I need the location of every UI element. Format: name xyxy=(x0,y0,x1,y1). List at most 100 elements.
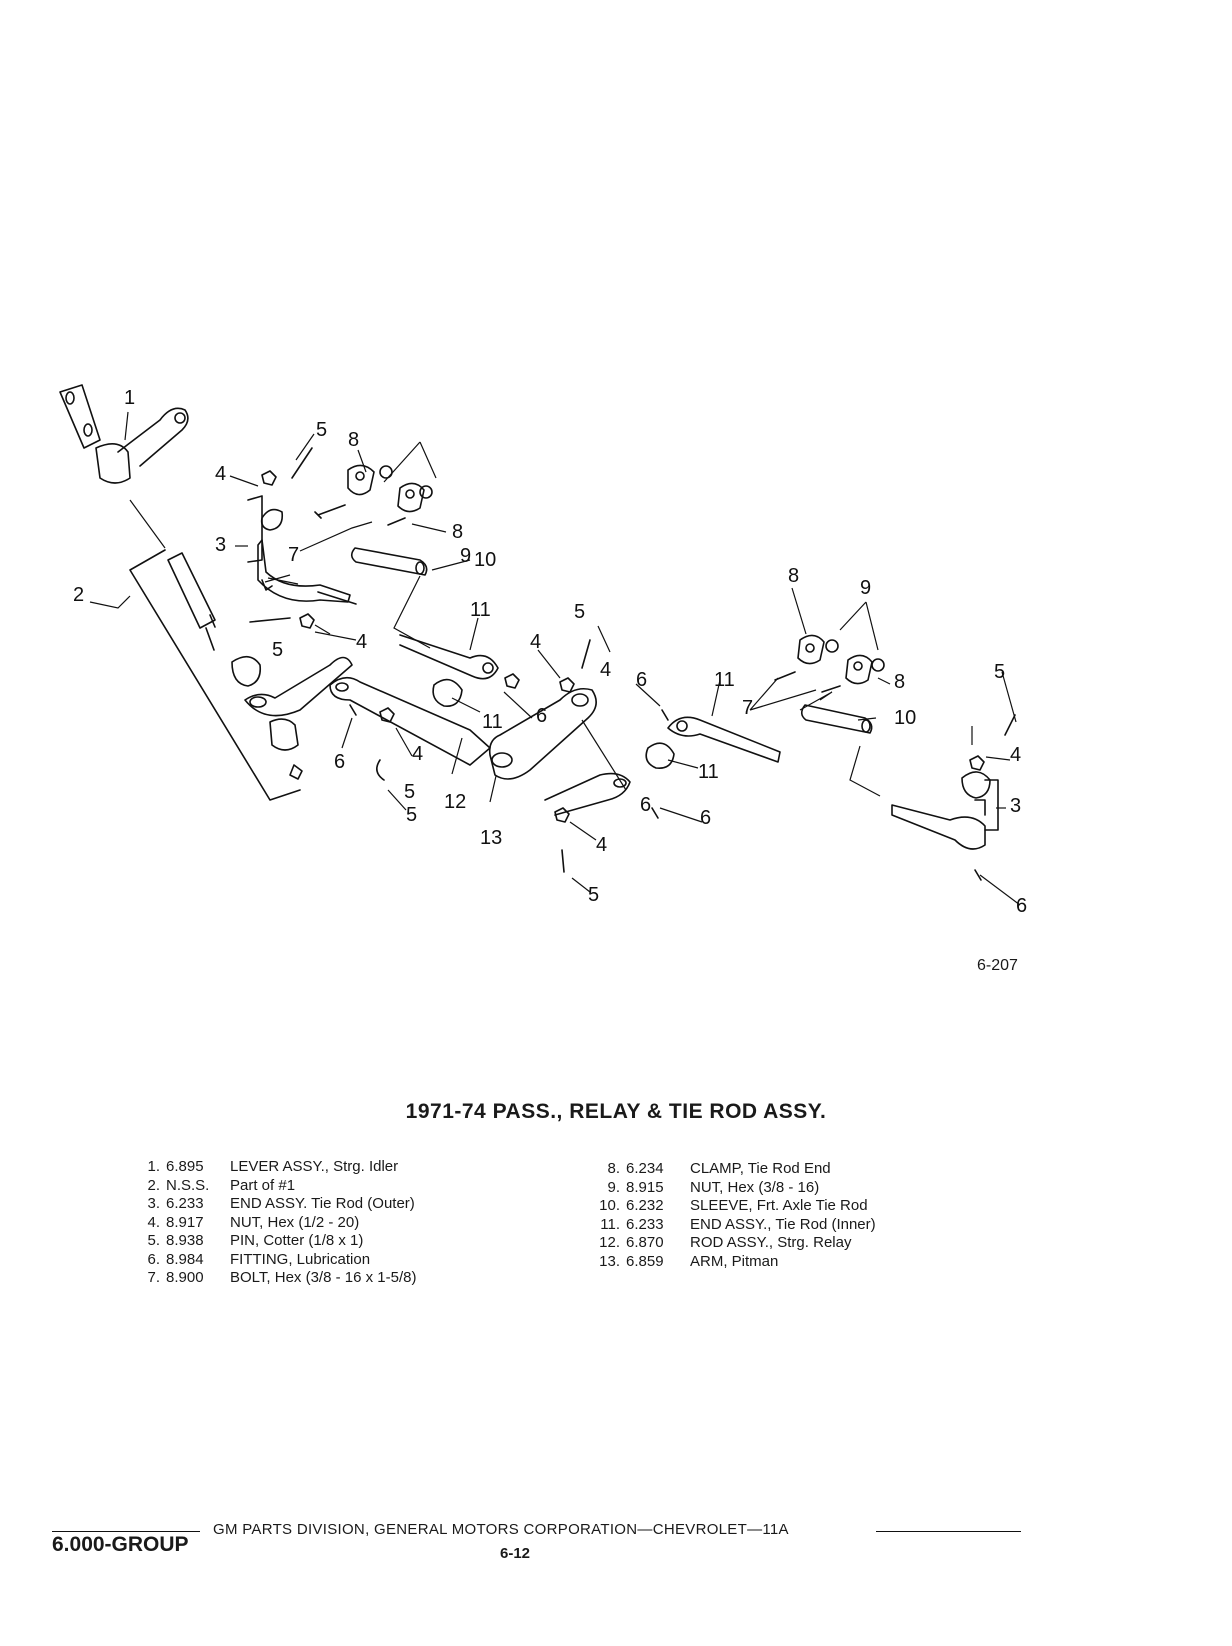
callout-label: 5 xyxy=(316,419,328,441)
item-number: 9. xyxy=(607,1178,620,1196)
callout-label: 9 xyxy=(460,545,472,567)
bolt-left-drawing xyxy=(314,504,346,519)
part-code: 8.900 xyxy=(166,1269,204,1286)
callout-label: 8 xyxy=(348,429,360,451)
part-description: LEVER ASSY., Strg. Idler xyxy=(230,1158,399,1175)
part-code: 8.938 xyxy=(166,1232,204,1249)
callout-label: 4 xyxy=(412,743,424,765)
callout-label: 1 xyxy=(124,387,136,409)
callout-label: 5 xyxy=(406,804,418,826)
callout-label: 11 xyxy=(470,599,491,621)
part-code: 6.859 xyxy=(626,1252,664,1270)
callout-label: 6 xyxy=(636,669,648,691)
callout-label: 3 xyxy=(215,534,227,556)
item-number: 8. xyxy=(607,1160,620,1177)
diagram-drawing xyxy=(59,384,1021,906)
callout-label: 8 xyxy=(452,521,464,543)
part-code: 6.233 xyxy=(166,1195,204,1212)
list-item: 6. 8.984 FITTING, Lubrication xyxy=(136,1251,416,1270)
callout-label: 11 xyxy=(714,669,735,691)
callout-label: 6 xyxy=(536,705,548,727)
part-description: NUT, Hex (1/2 - 20) xyxy=(230,1213,360,1231)
callout-label: 5 xyxy=(588,884,600,906)
item-number: 10. xyxy=(599,1197,620,1214)
list-item: 8. 6.234 CLAMP, Tie Rod End xyxy=(596,1160,876,1179)
callout-label: 2 xyxy=(73,584,85,606)
callout-label: 10 xyxy=(474,549,497,571)
clamp-left-drawing xyxy=(347,464,433,513)
part-code: 6.233 xyxy=(626,1215,664,1233)
footer-rule-left xyxy=(52,1531,200,1532)
sleeve-right-drawing xyxy=(800,704,873,734)
inner-tie-rod-center-drawing xyxy=(399,634,499,707)
part-code: 6.870 xyxy=(626,1234,664,1251)
callout-label: 12 xyxy=(444,791,467,813)
callout-label: 3 xyxy=(1010,795,1022,817)
part-code: 6.234 xyxy=(626,1160,664,1177)
callout-label: 7 xyxy=(742,697,754,719)
list-item: 2.N.S.S.Part of #1 xyxy=(136,1177,416,1196)
part-description: Part of #1 xyxy=(230,1176,296,1194)
part-description: BOLT, Hex (3/8 - 16 x 1-5/8) xyxy=(230,1269,417,1286)
callout-label: 4 xyxy=(530,631,542,653)
list-item: 9. 8.915 NUT, Hex (3/8 - 16) xyxy=(596,1179,876,1198)
callout-label: 5 xyxy=(574,601,586,623)
part-code: 8.915 xyxy=(626,1178,664,1196)
footer-page-number: 6-12 xyxy=(500,1545,531,1562)
callout-label: 4 xyxy=(600,659,612,681)
footer-group-label: 6.000-GROUP xyxy=(52,1533,189,1556)
part-description: NUT, Hex (3/8 - 16) xyxy=(690,1178,820,1196)
pitman-arm-drawing xyxy=(488,687,597,780)
item-number: 6. xyxy=(147,1250,160,1268)
part-description: CLAMP, Tie Rod End xyxy=(690,1160,831,1177)
relay-rod-drawing xyxy=(329,676,631,816)
list-item: 10. 6.232 SLEEVE, Frt. Axle Tie Rod xyxy=(596,1197,876,1216)
part-code: N.S.S. xyxy=(166,1176,210,1194)
part-code: 6.232 xyxy=(626,1197,664,1214)
leader-lines xyxy=(89,411,1021,906)
list-item: 5. 8.938 PIN, Cotter (1/8 x 1) xyxy=(136,1232,416,1251)
part-description: PIN, Cotter (1/8 x 1) xyxy=(230,1232,364,1249)
part-code: 6.895 xyxy=(166,1158,204,1175)
part-description: SLEEVE, Frt. Axle Tie Rod xyxy=(690,1197,868,1214)
callout-label: 5 xyxy=(994,661,1006,683)
idler-lever-drawing xyxy=(59,384,189,484)
callout-label: 11 xyxy=(482,711,503,733)
footer-corporation: GM PARTS DIVISION, GENERAL MOTORS CORPOR… xyxy=(213,1521,789,1538)
footer-rule-right xyxy=(876,1531,1021,1532)
item-number: 5. xyxy=(147,1232,160,1249)
callout-label: 6 xyxy=(700,807,712,829)
callout-label: 6 xyxy=(640,794,652,816)
part-description: ROD ASSY., Strg. Relay xyxy=(690,1234,852,1251)
exploded-parts-diagram: 1 2 3 4 5 5 4 8 8 7 10 11 5 4 6 11 6 4 5… xyxy=(59,384,1028,974)
part-description: END ASSY., Tie Rod (Inner) xyxy=(690,1215,876,1233)
callout-label: 10 xyxy=(894,707,917,729)
clamp-right-drawing xyxy=(774,634,885,693)
item-number: 13. xyxy=(599,1252,620,1270)
callout-label: 13 xyxy=(480,827,503,849)
parts-list-right: 8. 6.234 CLAMP, Tie Rod End 9. 8.915 NUT, He… xyxy=(596,1160,876,1271)
item-number: 3. xyxy=(147,1195,160,1212)
sleeve-left-drawing xyxy=(350,547,428,576)
part-description: FITTING, Lubrication xyxy=(230,1250,371,1268)
list-item: 12. 6.870 ROD ASSY., Strg. Relay xyxy=(596,1234,876,1253)
part-description: ARM, Pitman xyxy=(690,1252,779,1270)
item-number: 4. xyxy=(147,1213,160,1231)
callout-label: 6 xyxy=(1016,895,1028,917)
idler-lever-exploded-drawing xyxy=(129,549,353,801)
item-number: 12. xyxy=(599,1234,620,1251)
callout-label: 11 xyxy=(698,761,719,783)
callout-label: 4 xyxy=(215,463,227,485)
figure-number: 6-207 xyxy=(977,957,1018,974)
inner-tie-rod-right-drawing xyxy=(645,716,781,770)
list-item: 13. 6.859 ARM, Pitman xyxy=(596,1253,876,1272)
outer-tie-rod-right-drawing xyxy=(891,714,1016,881)
small-hardware-drawing xyxy=(249,447,669,873)
part-code: 8.984 xyxy=(166,1250,204,1268)
callout-label: 4 xyxy=(356,631,368,653)
